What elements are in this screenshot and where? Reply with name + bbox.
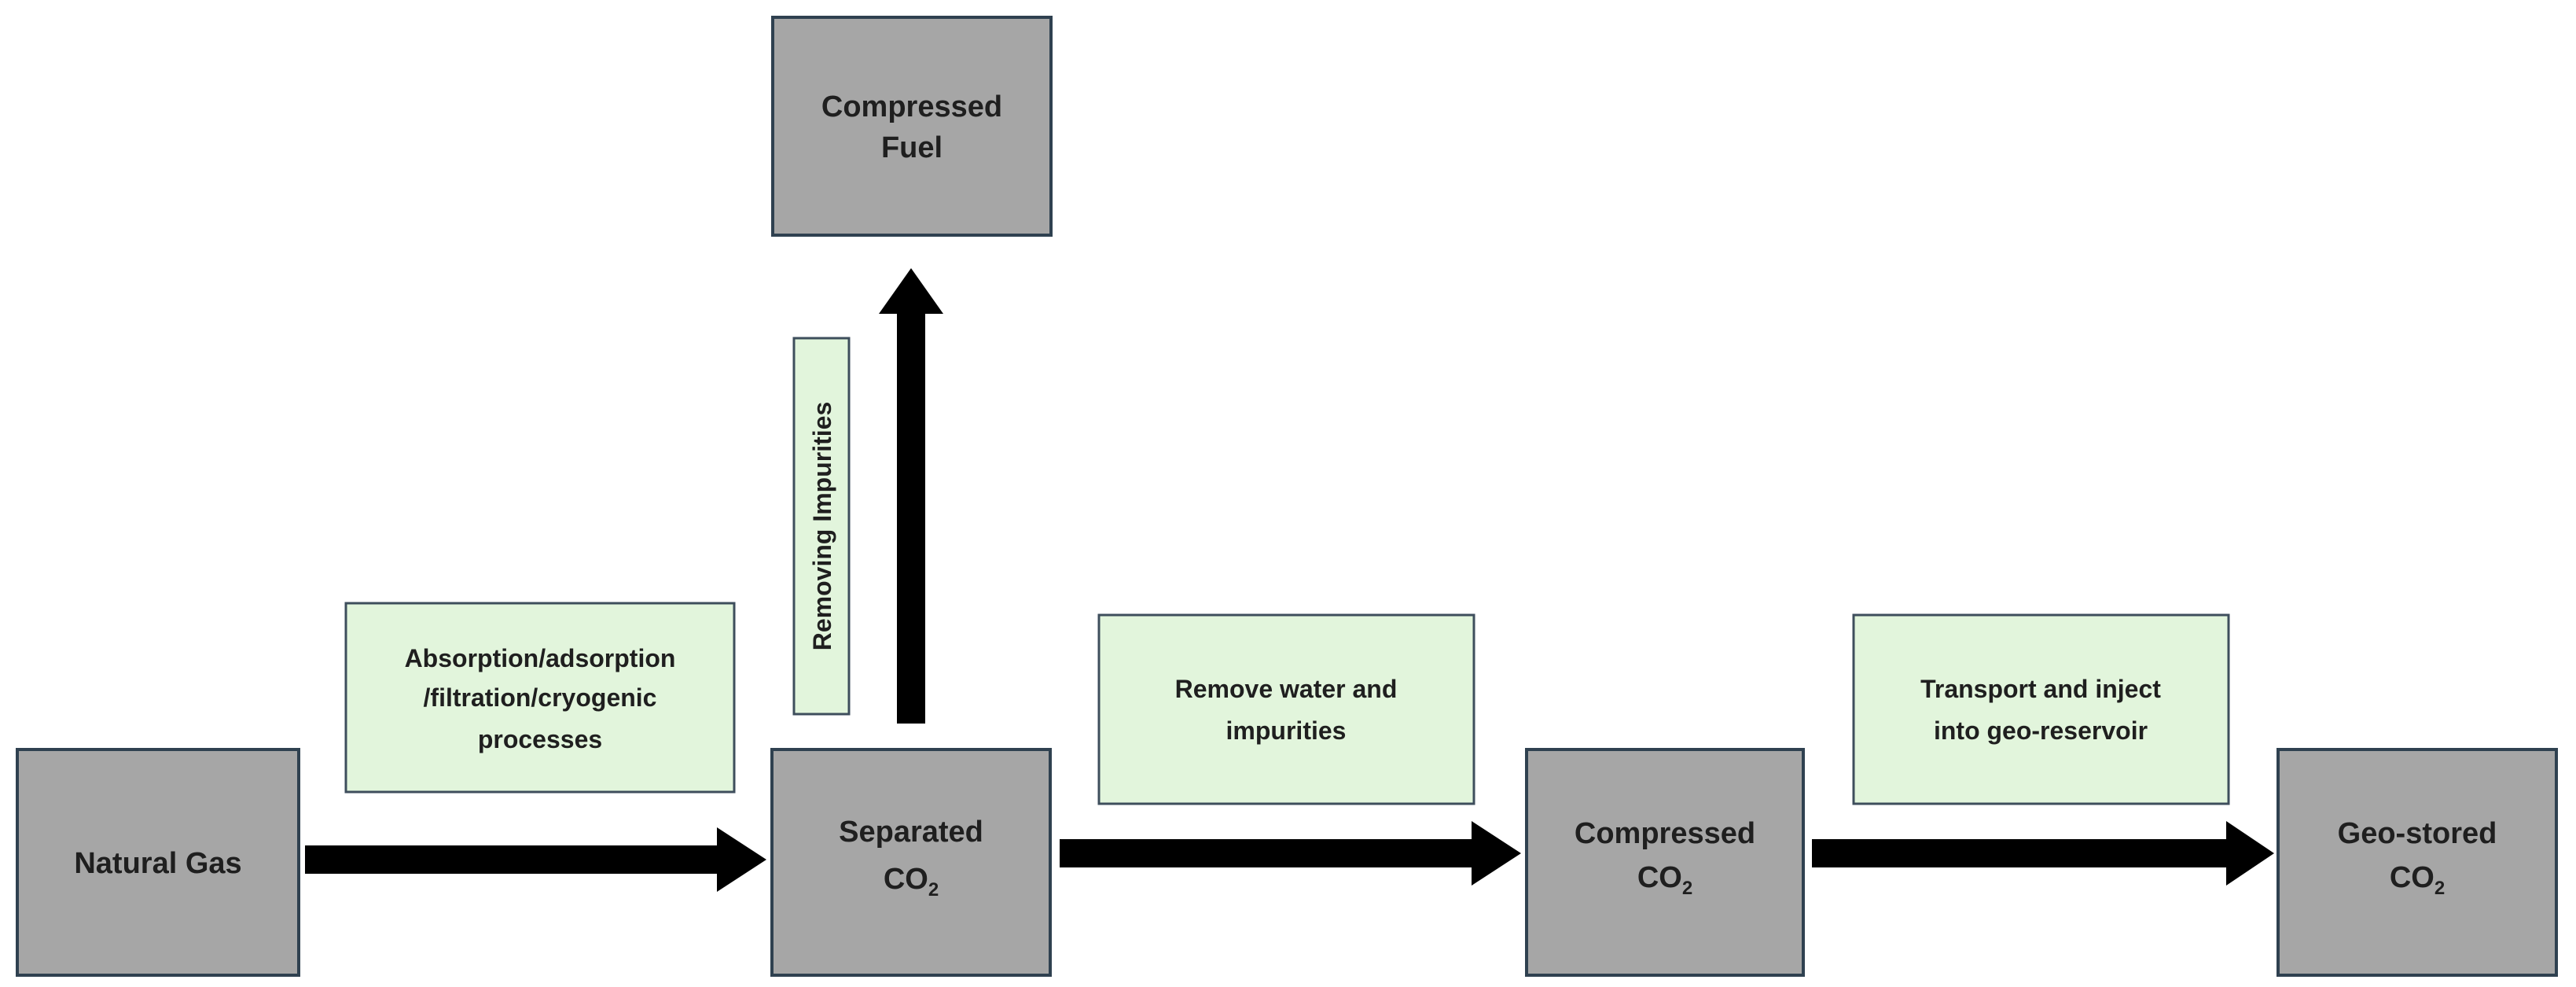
process-label-impurities: Removing Impurities [792,337,851,716]
co2-subscript: 2 [1682,878,1692,899]
process-label-dehydration-line1: Remove water and [1175,675,1398,703]
co2-formula: CO [1637,861,1682,894]
node-separated-co2: Separated CO2 [770,748,1052,977]
node-separated-co2-line1: Separated [839,816,983,849]
arrow-compressed-to-geo-stored [1812,821,2274,886]
process-label-separation-line2: /filtration/cryogenic [424,683,657,712]
node-compressed-co2-line2: CO2 [1637,861,1692,899]
co2-formula: CO [2390,861,2435,894]
process-label-transport: Transport and inject into geo-reservoir [1852,613,2230,805]
node-geo-stored-co2: Geo-stored CO2 [2277,748,2558,977]
node-compressed-fuel: Compressed Fuel [771,16,1053,237]
process-label-transport-line2: into geo-reservoir [1934,716,2148,745]
node-natural-gas: Natural Gas [16,748,300,977]
process-label-impurities-text: Removing Impurities [808,402,836,651]
arrow-natural-gas-to-separated [305,827,766,892]
node-compressed-co2: Compressed CO2 [1525,748,1805,977]
co2-subscript: 2 [2435,878,2445,899]
process-label-dehydration-line2: impurities [1226,716,1347,745]
node-geo-stored-co2-line1: Geo-stored [2338,817,2497,850]
node-compressed-fuel-line1: Compressed [821,90,1002,123]
process-label-separation: Absorption/adsorption /filtration/cryoge… [344,602,736,794]
node-geo-stored-co2-line2: CO2 [2390,861,2445,899]
node-compressed-fuel-line2: Fuel [881,131,943,164]
process-label-dehydration: Remove water and impurities [1097,613,1475,805]
process-label-transport-line1: Transport and inject [1920,675,2161,703]
node-separated-co2-line2: CO2 [884,863,939,900]
node-compressed-co2-line1: Compressed [1575,817,1755,850]
node-natural-gas-label: Natural Gas [74,847,241,880]
co2-formula: CO [884,863,928,896]
process-label-separation-line3: processes [478,725,602,753]
co2-subscript: 2 [928,879,939,900]
arrow-separated-to-compressed-fuel [879,268,943,724]
process-label-separation-line1: Absorption/adsorption [405,644,676,672]
arrow-separated-to-compressed-co2 [1060,821,1521,886]
